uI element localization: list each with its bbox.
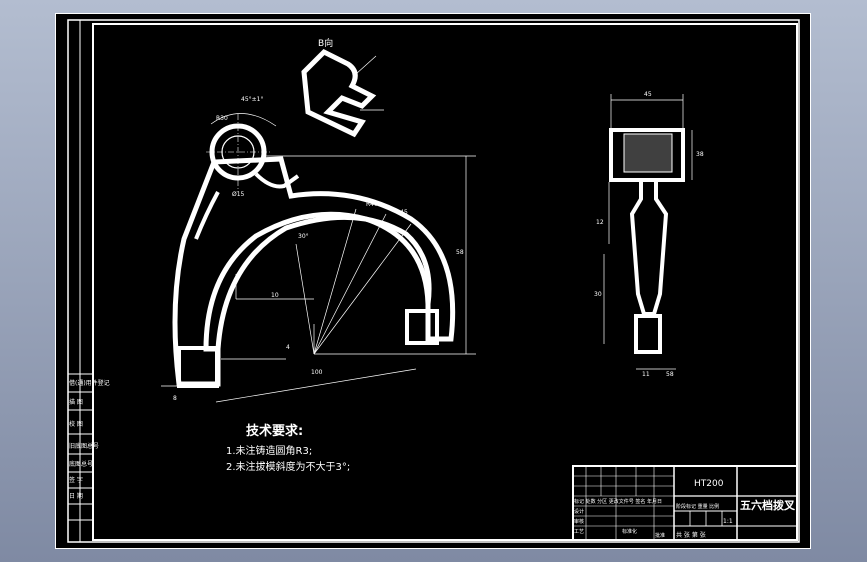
- title-row-std: 标准化: [622, 528, 637, 535]
- side-label-trace: 描 图: [69, 398, 83, 406]
- title-row-craft: 工艺: [574, 529, 584, 535]
- section-b-label: B向: [318, 37, 333, 49]
- title-row-approve-2: 批准: [655, 532, 665, 539]
- dim-side-long: 58: [666, 371, 674, 378]
- title-row-design: 设计: [574, 508, 584, 515]
- title-row-approve: 审核: [574, 518, 584, 525]
- dim-front-hole: Ø15: [232, 191, 245, 198]
- tech-req-title: 技术要求:: [246, 423, 303, 439]
- dim-front-side: 4: [286, 344, 290, 351]
- title-row-bottom: 共 张 第 张: [676, 531, 706, 539]
- title-row-mid: 阶段标记 重量 比例: [676, 503, 719, 510]
- title-block: [572, 465, 798, 541]
- tech-req-item-1: 1.未注铸造圆角R3;: [226, 444, 312, 457]
- side-label-date: 日 期: [69, 492, 83, 500]
- engineering-drawing: 借(通)用件登记 描 图 校 图 旧底图总号 底图总号 签 字 日 期: [67, 19, 800, 543]
- dim-front-b: 8: [173, 395, 177, 402]
- dim-front-r2: R40: [366, 201, 378, 208]
- dim-side-left: 12: [596, 219, 604, 226]
- dim-front-height: 58: [456, 249, 464, 256]
- dim-front-width: 100: [311, 369, 323, 376]
- tech-req-item-2: 2.未注拔模斜度为不大于3°;: [226, 460, 350, 473]
- drawing-sheet: 借(通)用件登记 描 图 校 图 旧底图总号 底图总号 签 字 日 期: [55, 13, 811, 549]
- section-b-view: [301, 48, 384, 138]
- front-view: [161, 113, 476, 403]
- dim-side-bottom: 11: [642, 371, 650, 378]
- side-view: [603, 94, 693, 370]
- material-code: HT200: [694, 479, 724, 489]
- side-label-check: 校 图: [69, 420, 83, 428]
- dim-front-r1: R30: [216, 115, 228, 122]
- dim-front-r3: R45: [396, 209, 408, 216]
- title-row-left: 标记 处数 分区 更改文件号 签名 年月日: [574, 498, 662, 505]
- inner-frame: [92, 23, 798, 541]
- side-label-register: 借(通)用件登记: [69, 379, 110, 387]
- outer-frame: [67, 19, 800, 543]
- side-strip: [68, 19, 93, 542]
- part-name: 五六档拨叉: [740, 498, 796, 512]
- side-label-sign: 签 字: [69, 476, 83, 484]
- dim-side-h: 38: [696, 151, 704, 158]
- front-dims: 45°±1° R30 R40 R45 58 100 10 30° Ø15 4 8: [173, 96, 464, 402]
- scale-value: 1:1: [723, 518, 733, 525]
- dim-side-top: 45: [644, 91, 652, 98]
- side-label-base-no: 底图总号: [69, 460, 93, 468]
- dim-front-top: 45°±1°: [241, 96, 263, 103]
- dim-front-small: 10: [271, 292, 279, 299]
- side-dims: 45 38 30 11 12 58: [594, 91, 704, 378]
- dim-side-mid: 30: [594, 291, 602, 298]
- title-block-text: HT200 五六档拨叉 1:1 标记 处数 分区 更改文件号 签名 年月日 阶段…: [574, 479, 796, 539]
- side-label-old-no: 旧底图总号: [69, 442, 99, 450]
- dim-front-angle: 30°: [298, 233, 309, 240]
